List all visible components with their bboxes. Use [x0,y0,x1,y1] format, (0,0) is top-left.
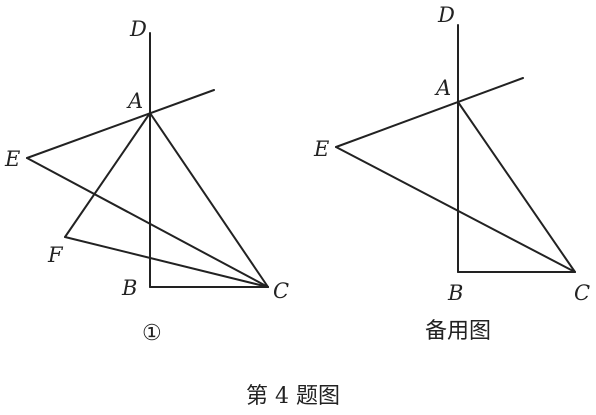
fig1-segment-EC [26,157,269,288]
fig1-segment-AF [64,112,151,238]
fig2-line-EA-extended [335,77,524,148]
fig2-segment-AC [457,101,576,273]
fig1-label-F: F [47,243,64,267]
fig1-label-A: A [126,89,143,113]
figure-caption: 第 4 题图 [246,384,340,409]
fig1-segment-AC [149,112,269,288]
fig2-label-C: C [574,281,590,305]
fig2-label-A: A [434,76,451,100]
fig2-label-E: E [313,137,329,161]
fig2-label-D: D [437,3,455,27]
fig1-label-D: D [129,17,147,41]
fig2-caption: 备用图 [425,319,491,344]
fig1-line-EA-extended [26,89,215,159]
figure-1: D A E F B C ① [4,17,289,346]
fig1-label-B: B [121,276,137,300]
fig2-segment-EC [335,146,576,273]
fig1-segment-FC [64,236,269,288]
fig1-caption: ① [142,321,162,346]
fig1-label-C: C [273,279,289,303]
fig1-label-E: E [4,147,20,171]
figure-2: D A E B C 备用图 [313,3,590,344]
fig2-label-B: B [447,281,463,305]
